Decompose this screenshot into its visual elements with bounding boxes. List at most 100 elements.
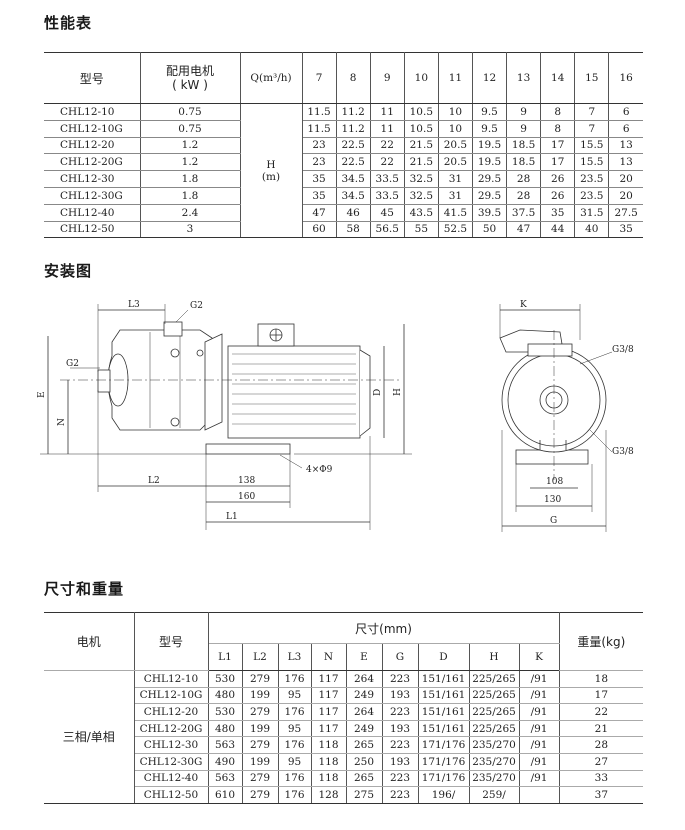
- dimension-value-cell: 176: [278, 786, 312, 804]
- head-value-cell: 56.5: [370, 221, 405, 239]
- head-value-cell: 22: [370, 153, 405, 172]
- head-value-cell: 7: [574, 120, 610, 138]
- model-cell: CHL12-10G: [44, 120, 141, 138]
- model-cell: CHL12-30G: [134, 753, 209, 771]
- head-value-cell: 7: [574, 103, 610, 121]
- head-value-cell: 20: [608, 187, 643, 205]
- label-n: N: [57, 418, 67, 426]
- model-cell: CHL12-40: [44, 204, 141, 222]
- head-value-cell: 9.5: [472, 120, 508, 138]
- model-cell: CHL12-20: [44, 137, 141, 155]
- dimension-value-cell: /91: [519, 770, 560, 788]
- head-value-cell: 13: [608, 137, 643, 155]
- dimension-value-cell: /91: [519, 703, 560, 721]
- dimension-value-cell: 279: [242, 670, 279, 688]
- dimension-value-cell: 193: [382, 753, 419, 771]
- leader-line: [279, 454, 303, 469]
- label-160: 160: [238, 492, 255, 502]
- label-130: 130: [544, 495, 561, 505]
- dimension-value-cell: 223: [382, 770, 419, 788]
- dimension-value-cell: 530: [208, 670, 243, 688]
- motor: [227, 345, 361, 439]
- head-value-cell: 35: [302, 187, 337, 205]
- head-value-cell: 19.5: [472, 153, 508, 172]
- label-138: 138: [238, 476, 255, 486]
- dimension-value-cell: 151/161: [418, 687, 470, 705]
- dimension-value-cell: 275: [346, 786, 383, 804]
- head-value-cell: 31: [438, 170, 473, 188]
- dimension-value-cell: 196/: [418, 786, 470, 804]
- weight-cell: 37: [559, 786, 644, 804]
- dimension-value-cell: 151/161: [418, 670, 470, 688]
- head-value-cell: 27.5: [608, 204, 643, 222]
- head-value-cell: 23: [302, 137, 337, 155]
- installation-drawing: L3 G2 G2 E N D H L2 138 160 L1 4×Φ9 K G3…: [37, 300, 634, 532]
- label-108: 108: [546, 477, 563, 487]
- head-value-cell: 52.5: [438, 221, 473, 239]
- dimension-value-cell: 530: [208, 703, 243, 721]
- power-cell: 1.8: [140, 170, 241, 188]
- body-bolt-icon: [170, 417, 180, 427]
- side-view: [40, 304, 412, 530]
- dimension-value-cell: /91: [519, 753, 560, 771]
- head-value-cell: 20.5: [438, 153, 473, 172]
- dimension-value-cell: 279: [242, 770, 279, 788]
- dimension-value-cell: 95: [278, 753, 312, 771]
- body-bolt-icon: [170, 348, 180, 358]
- performance-table: 型号 配用电机 ( kW ) Q(m³/h) 7 8 9 10 11 12 13…: [44, 52, 643, 239]
- head-value-cell: 10.5: [404, 120, 439, 138]
- leader-line: [579, 351, 613, 365]
- motor-type-cell: 三相/单相: [44, 670, 135, 804]
- dimension-value-cell: 176: [278, 703, 312, 721]
- head-value-cell: 35: [540, 204, 576, 222]
- dimension-column-header: L1: [208, 643, 243, 671]
- weight-cell: 18: [559, 670, 644, 688]
- label-holes: 4×Φ9: [306, 465, 333, 475]
- coupling: [204, 333, 223, 431]
- head-value-cell: 39.5: [472, 204, 508, 222]
- label-g: G: [550, 516, 557, 526]
- performance-header-row: 型号 配用电机 ( kW ) Q(m³/h) 7 8 9 10 11 12 13…: [44, 52, 643, 104]
- dimension-value-cell: 176: [278, 736, 312, 754]
- dimension-value-cell: 563: [208, 770, 243, 788]
- head-value-cell: 34.5: [336, 187, 371, 205]
- model-cell: CHL12-20G: [134, 720, 209, 738]
- dimension-value-cell: 95: [278, 720, 312, 738]
- head-value-cell: 9: [506, 103, 542, 121]
- dimension-value-cell: 249: [346, 720, 383, 738]
- head-value-cell: 22.5: [336, 153, 371, 172]
- dimension-value-cell: 95: [278, 687, 312, 705]
- weight-cell: 28: [559, 736, 644, 754]
- head-unit: (m): [261, 170, 281, 183]
- flow-value: 9: [370, 52, 405, 104]
- label-k: K: [520, 300, 527, 310]
- head-value-cell: 11.2: [336, 120, 371, 138]
- base-foot: [205, 443, 291, 455]
- head-value-cell: 40: [574, 221, 610, 239]
- dimension-value-cell: 235/270: [469, 753, 520, 771]
- label-g2-left: G2: [66, 359, 79, 369]
- dimensions-heading: 尺寸和重量: [44, 580, 125, 598]
- model-cell: CHL12-30G: [44, 187, 141, 205]
- weight-cell: 22: [559, 703, 644, 721]
- dimension-value-cell: 171/176: [418, 736, 470, 754]
- flow-header: Q(m³/h): [240, 52, 303, 104]
- motor-header: 电机: [44, 612, 135, 671]
- head-value-cell: 19.5: [472, 137, 508, 155]
- dimension-column-header: E: [346, 643, 383, 671]
- dimension-value-cell: 199: [242, 753, 279, 771]
- dimensions-header-row: 电机 型号 尺寸(mm) 重量(kg): [44, 612, 644, 671]
- power-header-line1: 配用电机: [165, 64, 214, 78]
- dimension-value-cell: 171/176: [418, 753, 470, 771]
- head-value-cell: 10.5: [404, 103, 439, 121]
- dimension-value-cell: 265: [346, 770, 383, 788]
- model-cell: CHL12-30: [44, 170, 141, 188]
- model-cell: CHL12-10: [134, 670, 209, 688]
